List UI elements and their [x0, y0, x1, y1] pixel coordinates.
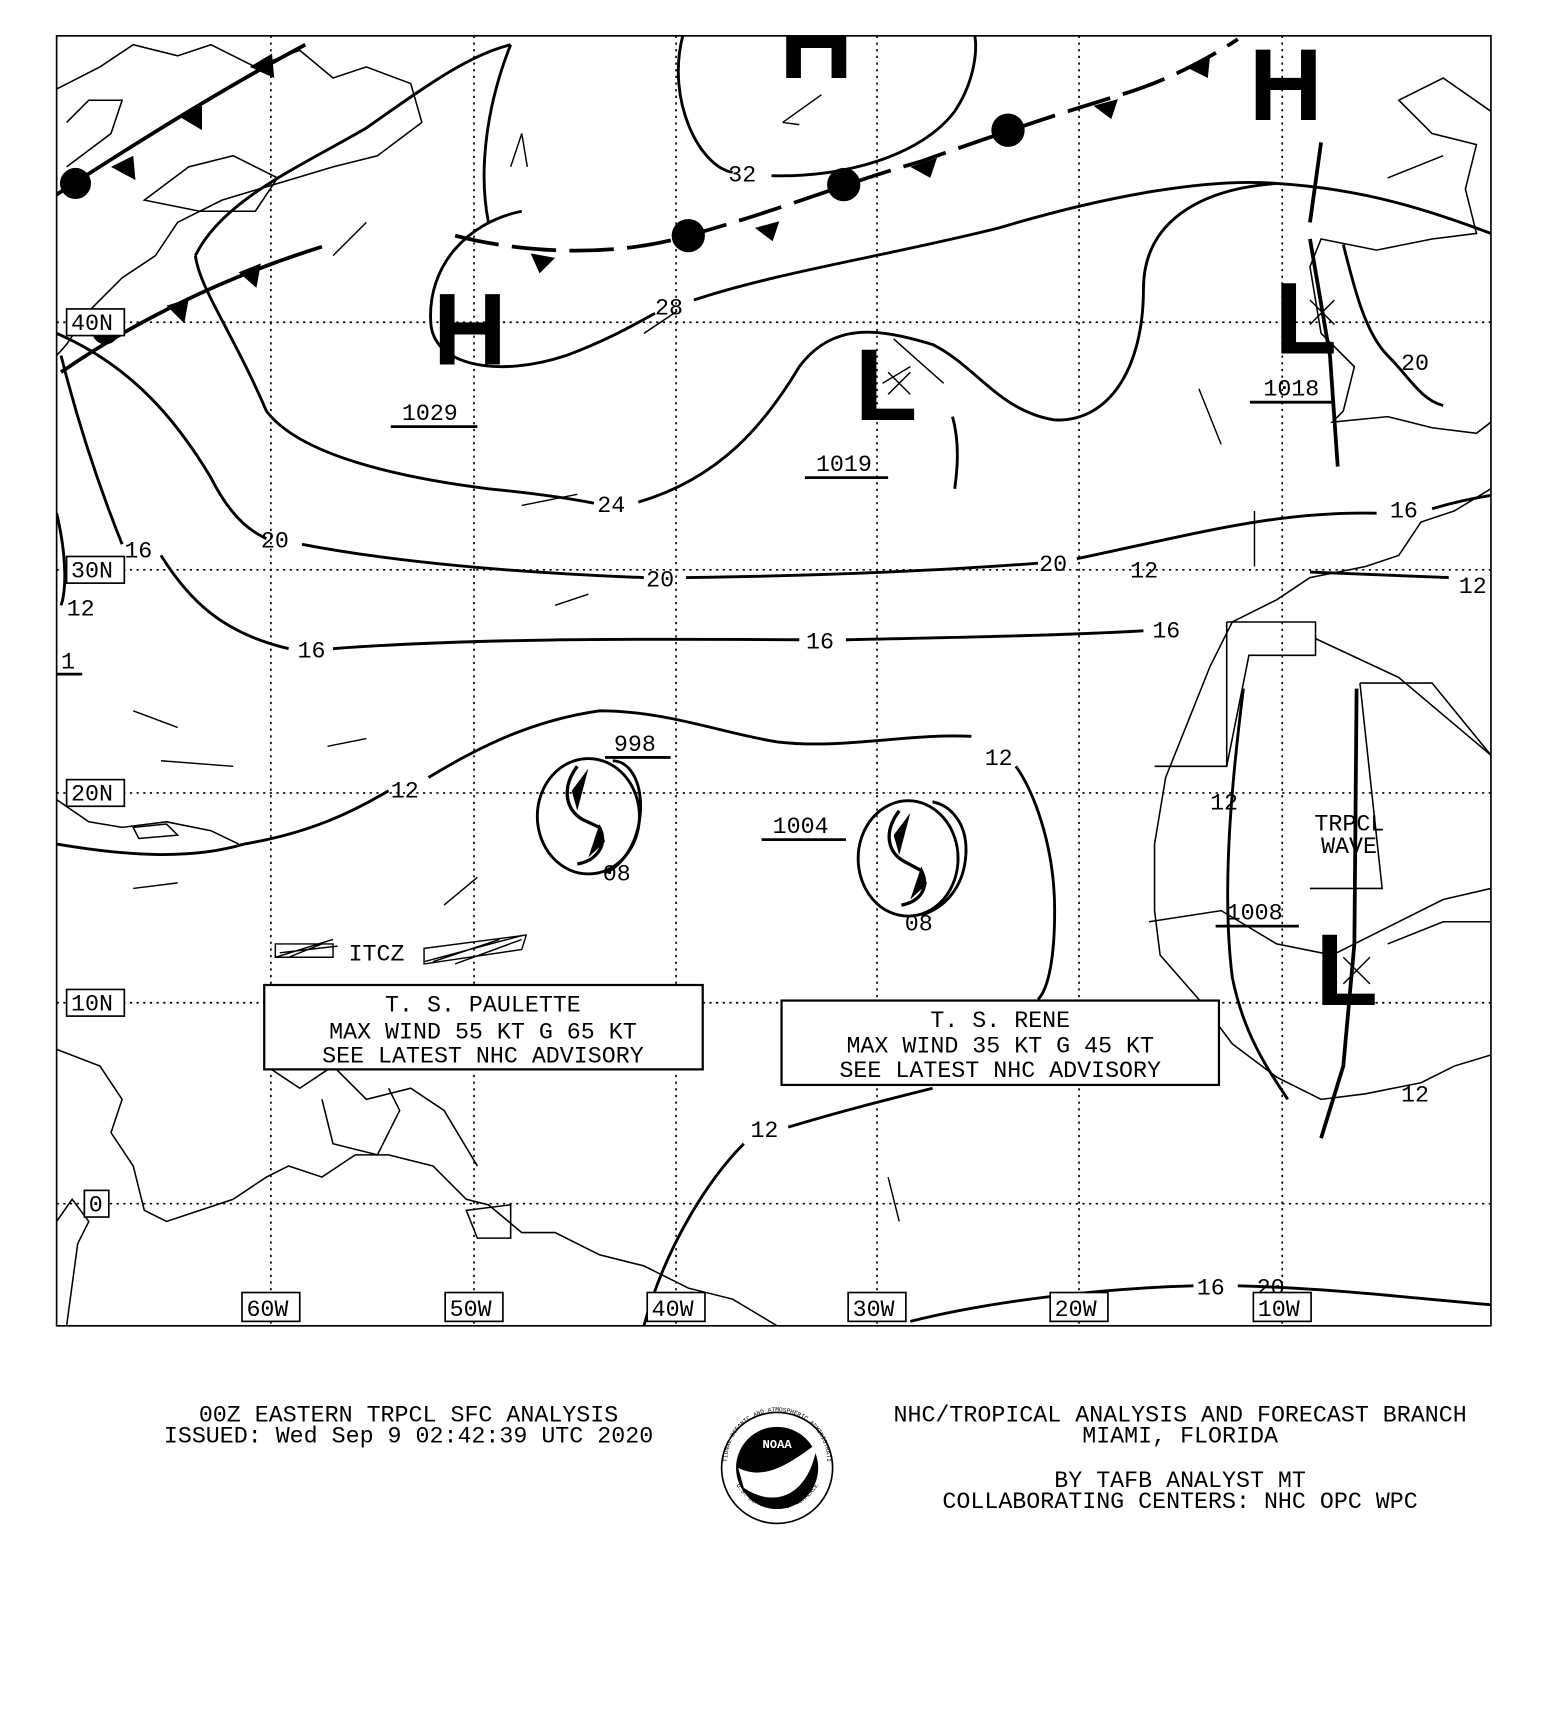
longitude-label: 30W — [853, 1297, 895, 1323]
svg-text:NATIONAL OCEANIC AND ATMOSPHER: NATIONAL OCEANIC AND ATMOSPHERIC ADMINIS… — [0, 0, 832, 1462]
isobar-label: 32 — [728, 162, 756, 188]
isobar-label: 16 — [1197, 1276, 1225, 1302]
isobar-label: 12 — [1210, 791, 1238, 817]
latitude-labels: 40N 30N 20N 10N 0 — [65, 308, 126, 1218]
fronts — [56, 37, 1359, 1139]
longitude-label: 20W — [1055, 1297, 1097, 1323]
pressure-value: 1004 — [773, 814, 829, 840]
isobar-label: 20 — [1039, 552, 1067, 578]
longitude-label: 40W — [652, 1297, 694, 1323]
footer: 00Z EASTERN TRPCL SFC ANALYSIS ISSUED: W… — [0, 0, 1467, 1525]
isobar-label: 20 — [646, 567, 674, 593]
product-title: 00Z EASTERN TRPCL SFC ANALYSIS — [199, 1402, 618, 1428]
isobar-label: 08 — [905, 912, 933, 938]
itcz — [274, 934, 528, 965]
issuing-branch: NHC/TROPICAL ANALYSIS AND FORECAST BRANC… — [893, 1402, 1466, 1428]
isobar-label: 28 — [655, 295, 683, 321]
isobar-labels: 32 28 24 20 20 20 20 16 16 16 16 16 16 1… — [56, 162, 1487, 1302]
isobar-label: 12 — [1401, 1083, 1429, 1109]
storm-symbol-paulette — [565, 765, 606, 866]
longitude-label: 50W — [450, 1297, 492, 1323]
wind-barbs — [132, 94, 1444, 1222]
pressure-value: 1019 — [816, 452, 872, 478]
tropical-wave-north — [1308, 142, 1340, 467]
pressure-value: 998 — [614, 732, 656, 758]
isobar-label: 1 — [61, 650, 75, 676]
isobar-label: 20 — [261, 529, 289, 555]
svg-text:MAX WIND 55 KT G 65 KT: MAX WIND 55 KT G 65 KT — [329, 1019, 637, 1045]
latitude-label: 30N — [71, 559, 113, 585]
svg-text:T. S. PAULETTE: T. S. PAULETTE — [385, 993, 581, 1019]
low-pressure-symbol: L — [1274, 261, 1336, 375]
storm-box-rene: T. S. RENE MAX WIND 35 KT G 45 KT SEE LA… — [780, 999, 1221, 1087]
isobar-label: 08 — [603, 862, 631, 888]
isobar-label: 12 — [985, 746, 1013, 772]
isobar-label: 20 — [1401, 351, 1429, 377]
isobar-label: 16 — [298, 639, 326, 665]
tropical-wave-label: WAVE — [1321, 834, 1377, 860]
tropical-wave — [1319, 688, 1359, 1139]
isobar-label: 16 — [1390, 499, 1418, 525]
svg-text:SEE LATEST NHC ADVISORY: SEE LATEST NHC ADVISORY — [839, 1058, 1161, 1084]
svg-text:T. S. RENE: T. S. RENE — [930, 1008, 1070, 1034]
latitude-label: 20N — [71, 782, 113, 808]
isobar-label: 12 — [1459, 574, 1487, 600]
longitude-label: 10W — [1258, 1297, 1300, 1323]
isobar-label: 16 — [124, 539, 152, 565]
coastlines — [56, 43, 1491, 1326]
map-area: H H 1029 L 1019 H L 1018 L 1008 998 08 1… — [56, 0, 1491, 1326]
latitude-label: 40N — [71, 311, 113, 337]
low-pressure-symbol: L — [855, 328, 917, 442]
isobar-label: 12 — [750, 1118, 778, 1144]
tropical-wave-label: TRPCL — [1314, 812, 1384, 838]
high-pressure-symbol: H — [433, 272, 507, 386]
svg-text:SEE LATEST NHC ADVISORY: SEE LATEST NHC ADVISORY — [322, 1044, 644, 1070]
pressure-value: 1018 — [1263, 377, 1319, 403]
svg-text:MAX WIND 35 KT G 45 KT: MAX WIND 35 KT G 45 KT — [846, 1034, 1154, 1060]
isobar-label: 16 — [806, 630, 834, 656]
stationary-front — [454, 37, 1239, 253]
map-frame — [55, 34, 1492, 1327]
graticule — [56, 35, 1491, 1326]
latitude-label: 0 — [89, 1192, 103, 1218]
storm-box-paulette: T. S. PAULETTE MAX WIND 55 KT G 65 KT SE… — [263, 983, 704, 1071]
analyst: BY TAFB ANALYST MT — [1054, 1468, 1306, 1494]
high-pressure-symbol: H — [1249, 28, 1323, 142]
low-pressure-symbol: L — [1316, 913, 1378, 1027]
high-pressure-symbol: H — [779, 0, 853, 100]
isobar-label: 12 — [391, 778, 419, 804]
isobar-label: 16 — [1152, 619, 1180, 645]
longitude-label: 60W — [246, 1297, 288, 1323]
issuing-location: MIAMI, FLORIDA — [1082, 1423, 1278, 1449]
isobar-label: 12 — [67, 596, 95, 622]
itcz-label: ITCZ — [349, 942, 405, 968]
longitude-labels: 60W 50W 40W 30W 20W 10W — [241, 1291, 1312, 1323]
svg-text:NOAA: NOAA — [762, 1438, 792, 1452]
isobar-label: 12 — [1130, 559, 1158, 585]
issued-time: ISSUED: Wed Sep 9 02:42:39 UTC 2020 — [164, 1423, 653, 1449]
collaborating-centers: COLLABORATING CENTERS: NHC OPC WPC — [942, 1489, 1417, 1515]
pressure-value: 1029 — [402, 401, 458, 427]
pressure-value: 1008 — [1227, 901, 1283, 927]
latitude-label: 10N — [71, 992, 113, 1018]
storm-symbol-rene — [887, 809, 927, 907]
isobar-label: 24 — [597, 493, 625, 519]
